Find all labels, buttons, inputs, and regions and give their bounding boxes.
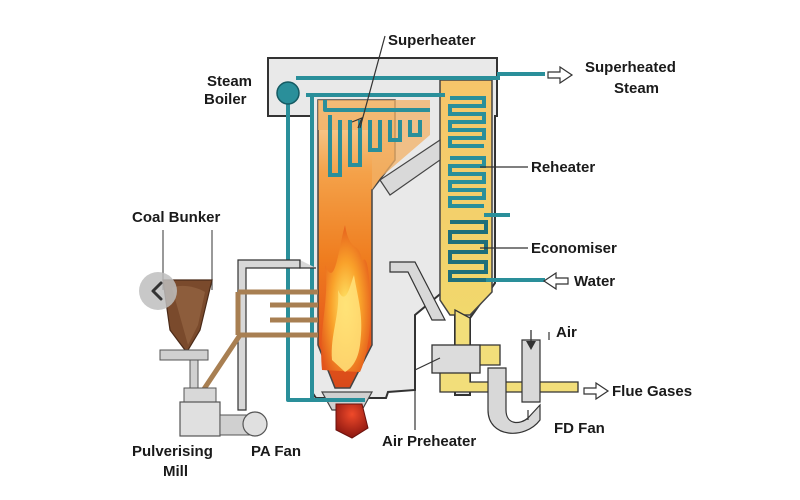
reheater-coils bbox=[448, 96, 486, 208]
label-superheated-steam-2: Steam bbox=[614, 80, 659, 97]
air-duct bbox=[237, 259, 541, 434]
label-superheater: Superheater bbox=[388, 32, 476, 49]
label-air: Air bbox=[556, 324, 577, 341]
flame bbox=[321, 225, 371, 372]
flue-gases-arrow bbox=[583, 381, 610, 401]
water-inlet-arrow bbox=[542, 271, 569, 291]
label-flue-gases: Flue Gases bbox=[612, 383, 692, 400]
label-pa-fan: PA Fan bbox=[251, 443, 301, 460]
label-pulverising-mill-2: Mill bbox=[163, 463, 188, 480]
air-preheater bbox=[431, 344, 481, 374]
previous-image-button[interactable] bbox=[139, 272, 177, 310]
label-coal-bunker: Coal Bunker bbox=[132, 209, 221, 226]
label-air-preheater: Air Preheater bbox=[382, 433, 476, 450]
label-water: Water bbox=[574, 273, 615, 290]
steam-water-pipes bbox=[286, 72, 545, 402]
label-steam-boiler-2: Boiler bbox=[204, 91, 247, 108]
air-inlet-arrow bbox=[526, 330, 536, 350]
label-fd-fan: FD Fan bbox=[554, 420, 605, 437]
label-superheated-steam-1: Superheated bbox=[585, 59, 676, 76]
label-pulverising-mill-1: Pulverising bbox=[132, 443, 213, 460]
leader-lines bbox=[351, 35, 550, 430]
superheated-steam-arrow bbox=[547, 65, 574, 85]
economiser-coils bbox=[448, 220, 488, 282]
pa-fan bbox=[219, 411, 268, 437]
coal-feed-pipes bbox=[197, 289, 318, 397]
label-steam-boiler-1: Steam bbox=[207, 73, 252, 90]
label-economiser: Economiser bbox=[531, 240, 617, 257]
label-reheater: Reheater bbox=[531, 159, 595, 176]
pulverising-mill bbox=[179, 359, 221, 437]
steam-drum bbox=[276, 81, 300, 105]
chevron-left-icon bbox=[151, 281, 163, 301]
superheater-coils bbox=[328, 115, 422, 177]
